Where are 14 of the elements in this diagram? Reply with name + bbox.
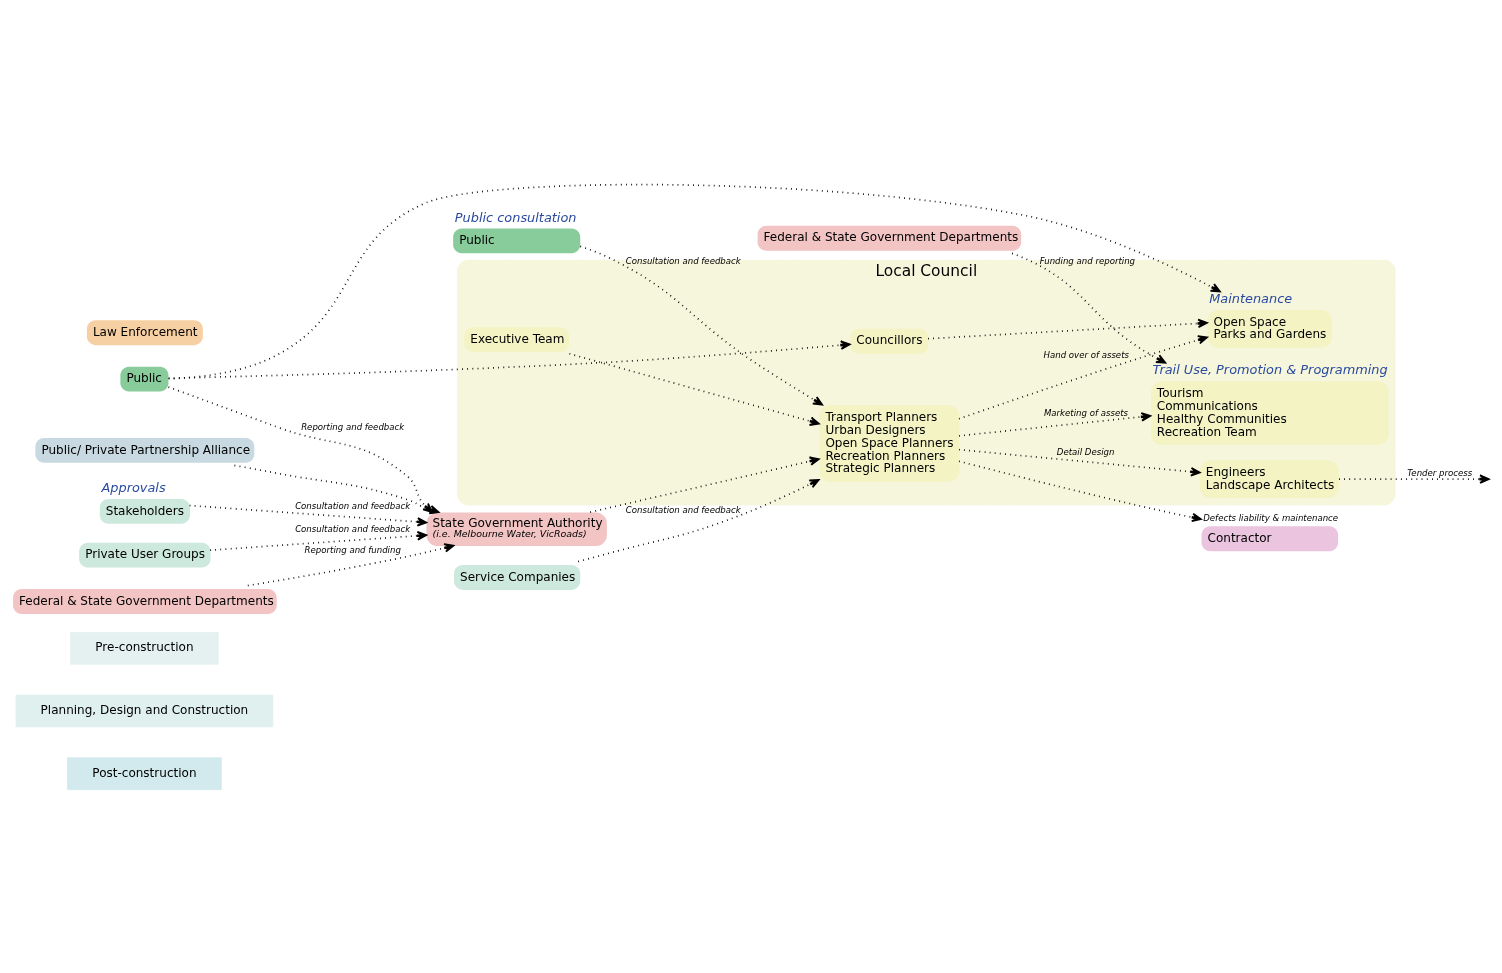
edge-label: Consultation and feedback [625, 504, 741, 515]
edge-label: Tender process [1407, 467, 1473, 478]
edge-label: Reporting and funding [304, 544, 401, 555]
node-label: Maintenance [1209, 290, 1293, 306]
edge-label: Reporting and feedback [301, 421, 405, 432]
edge-label: Consultation and feedback [295, 500, 411, 511]
edge-label: Consultation and feedback [295, 523, 411, 534]
edge-label: Marketing of assets [1043, 407, 1129, 418]
node-label: Trail Use, Promotion & Programming [1152, 361, 1388, 377]
node-label: Public consultation [454, 209, 577, 225]
node-label: Approvals [101, 479, 166, 495]
edge-label: Detail Design [1056, 446, 1115, 457]
node-label: Defects liability & maintenance [1203, 512, 1339, 523]
edge-label: Hand over of assets [1043, 349, 1129, 360]
